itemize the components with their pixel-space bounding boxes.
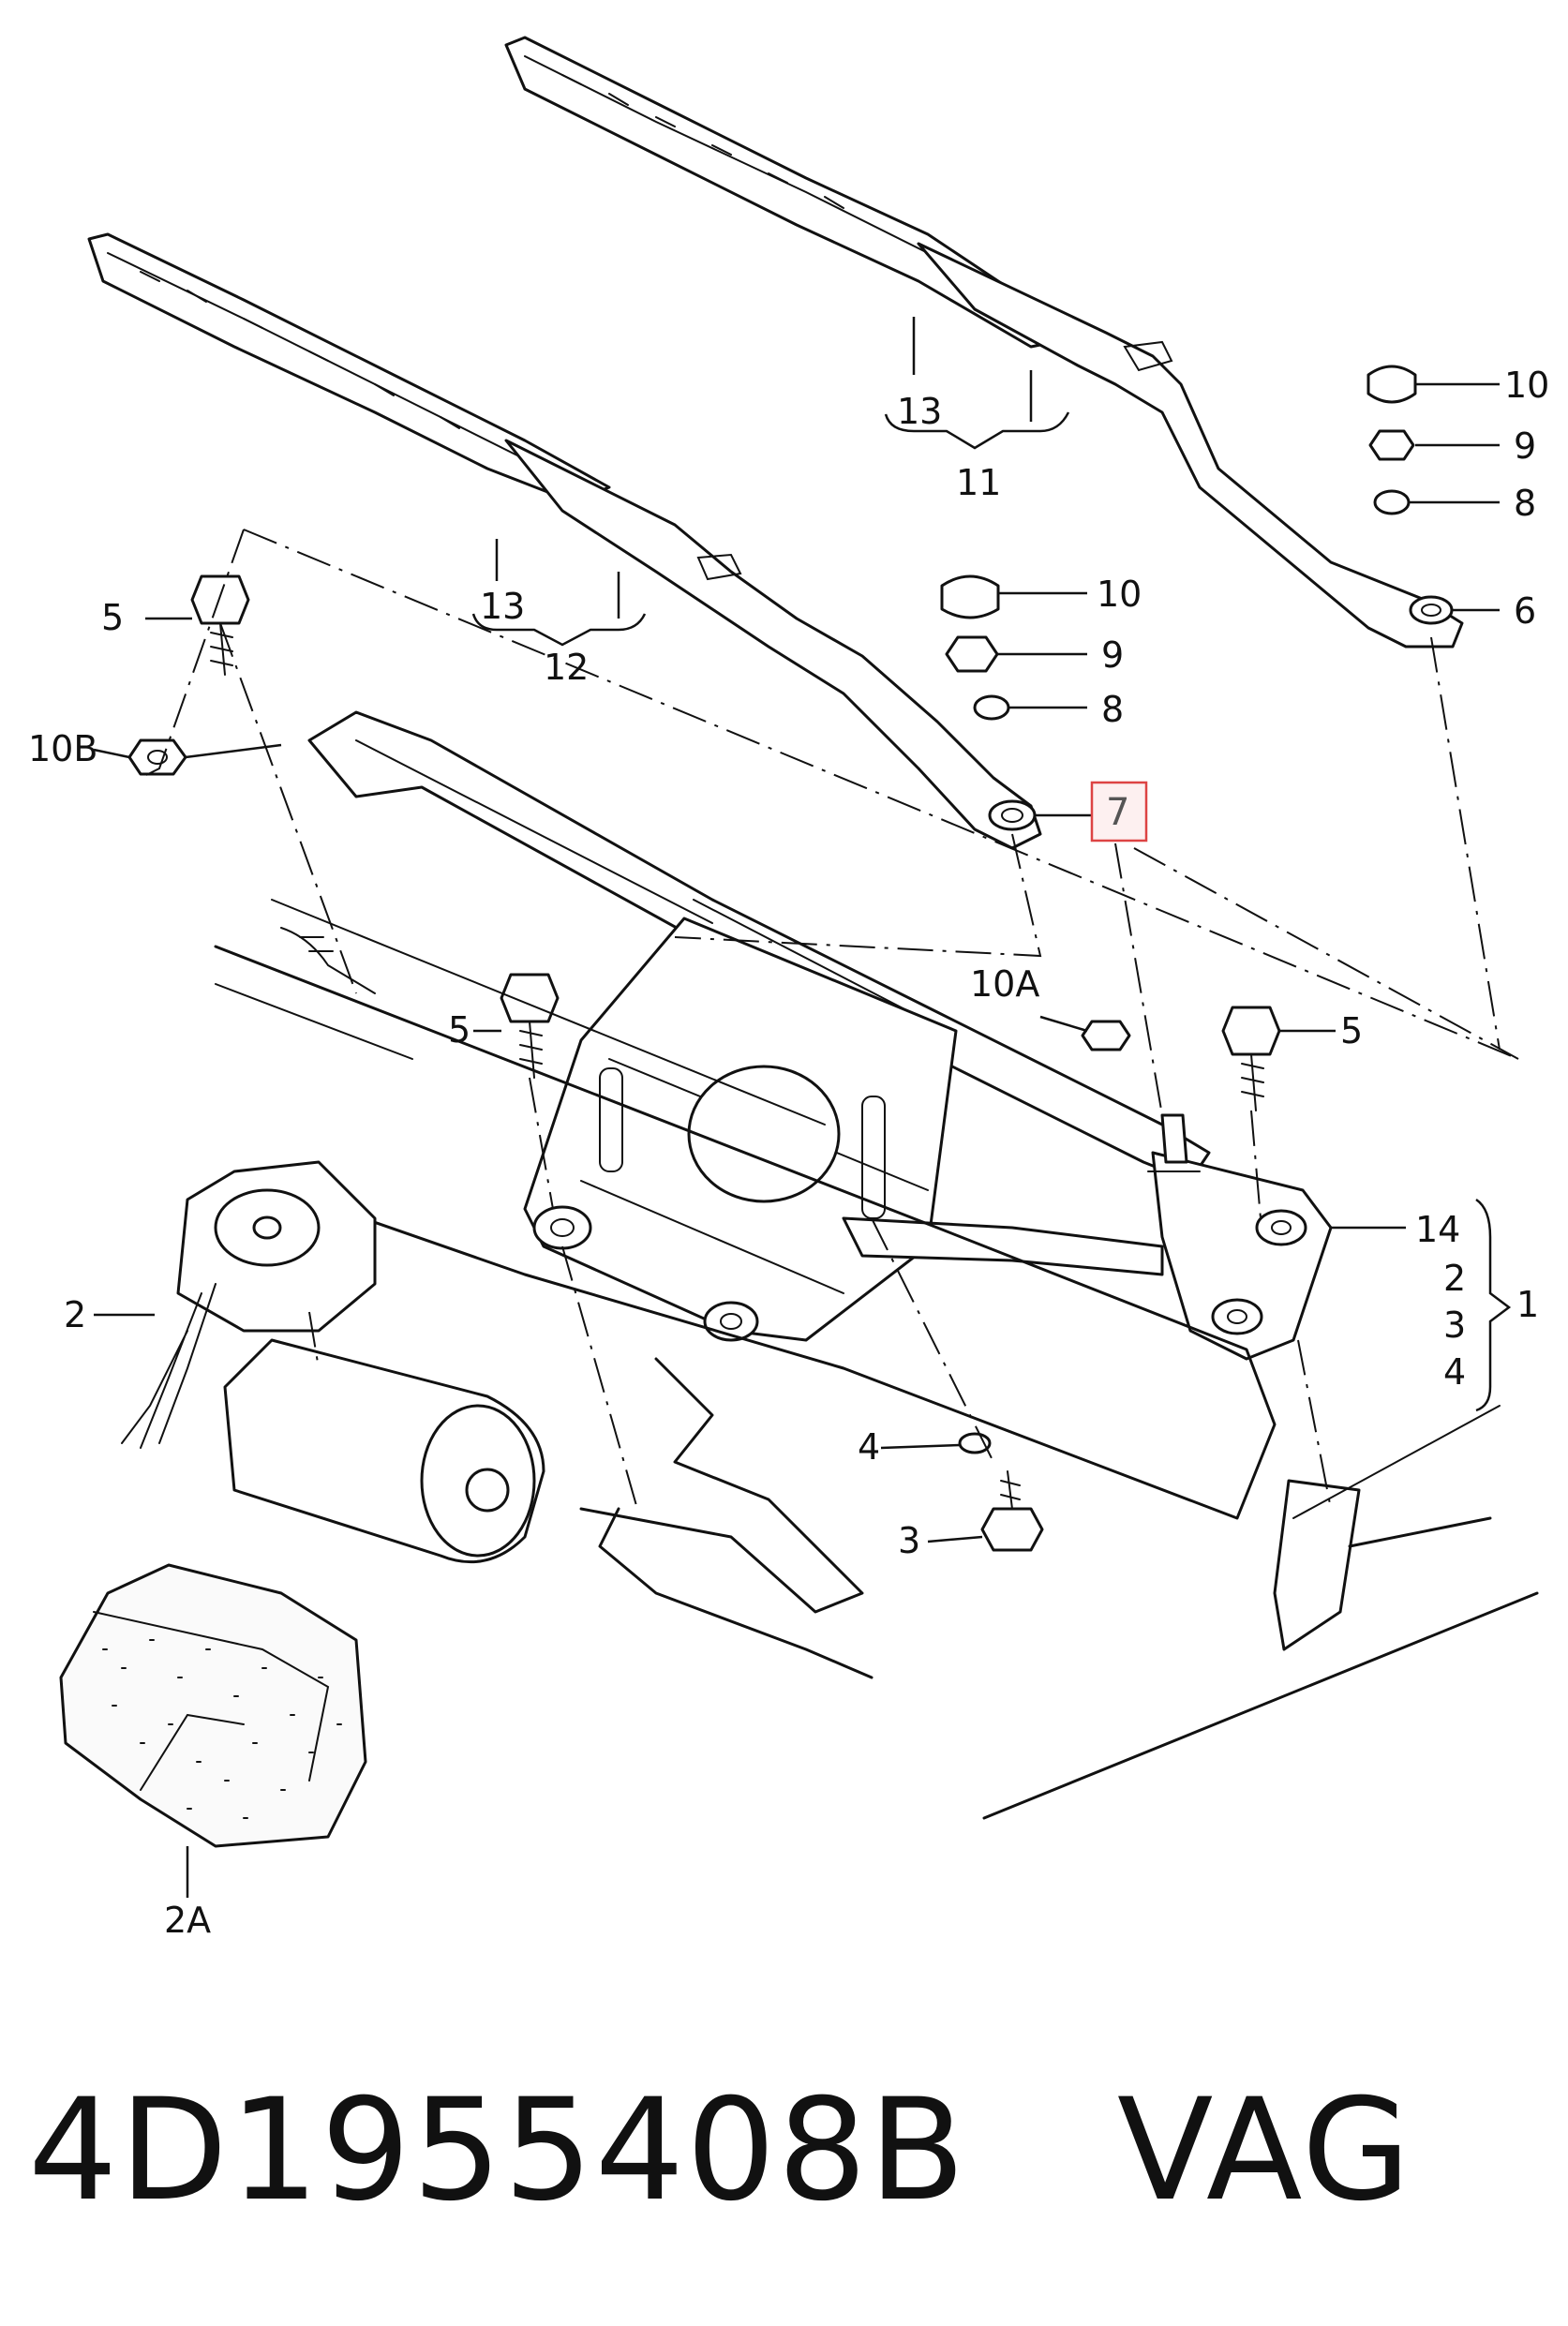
callout-10B: 10B xyxy=(28,728,97,769)
callout-7-highlight: 7 xyxy=(1090,781,1148,842)
part-number: 4D1955408B xyxy=(28,2069,967,2232)
part-number-caption: 4D1955408B VAG xyxy=(28,2043,1546,2259)
callout-6: 6 xyxy=(1514,590,1536,632)
callout-14: 14 xyxy=(1415,1209,1460,1250)
bolt-5-left xyxy=(190,574,250,676)
motor-insulation-pad xyxy=(59,1563,367,1848)
group-item-3: 3 xyxy=(1443,1305,1466,1346)
callout-5-left: 5 xyxy=(101,597,124,638)
callout-13-upper: 13 xyxy=(897,391,942,432)
callout-3: 3 xyxy=(898,1520,920,1561)
callout-8-right: 8 xyxy=(1514,483,1536,524)
nut-10A xyxy=(1081,1020,1131,1051)
callout-10-right: 10 xyxy=(1504,365,1549,406)
left-arm-hardware xyxy=(940,574,1010,721)
group-item-2: 2 xyxy=(1443,1258,1466,1299)
callout-2: 2 xyxy=(64,1294,86,1335)
screw-3 xyxy=(980,1470,1044,1552)
upper-wiper-arm-assembly xyxy=(504,36,1464,649)
callout-5-right: 5 xyxy=(1340,1010,1363,1051)
brand-name: VAG xyxy=(1116,2069,1413,2232)
assembly-guide-lines xyxy=(140,529,1519,1510)
cowl-panel-outline xyxy=(214,899,1539,1820)
lower-wiper-arm-assembly xyxy=(87,232,1042,850)
callout-labels: 10 9 8 6 10 9 8 13 11 13 12 5 10B 10A 5 … xyxy=(28,365,1549,1941)
callout-10-left: 10 xyxy=(1097,574,1142,615)
callout-5-center: 5 xyxy=(448,1009,470,1051)
callout-13-lower: 13 xyxy=(480,586,525,627)
bolt-5-right xyxy=(1221,1006,1281,1111)
highlight-box xyxy=(1090,781,1148,842)
callout-12: 12 xyxy=(544,647,589,688)
callout-leaders xyxy=(93,317,1512,1898)
callout-10A: 10A xyxy=(970,963,1039,1005)
wiper-motor xyxy=(121,1160,545,1564)
callout-7: 7 xyxy=(1106,791,1129,834)
callout-8-left: 8 xyxy=(1101,689,1124,730)
group-item-4: 4 xyxy=(1443,1351,1466,1393)
callout-11: 11 xyxy=(956,462,1001,503)
washer-4 xyxy=(958,1432,992,1454)
callout-9-left: 9 xyxy=(1101,634,1124,676)
callout-1: 1 xyxy=(1516,1284,1539,1325)
wiper-linkage-frame xyxy=(307,710,1333,1361)
callout-2A: 2A xyxy=(164,1900,211,1941)
callout-9-right: 9 xyxy=(1514,425,1536,467)
right-arm-hardware xyxy=(1366,365,1417,515)
callout-4: 4 xyxy=(858,1426,880,1468)
